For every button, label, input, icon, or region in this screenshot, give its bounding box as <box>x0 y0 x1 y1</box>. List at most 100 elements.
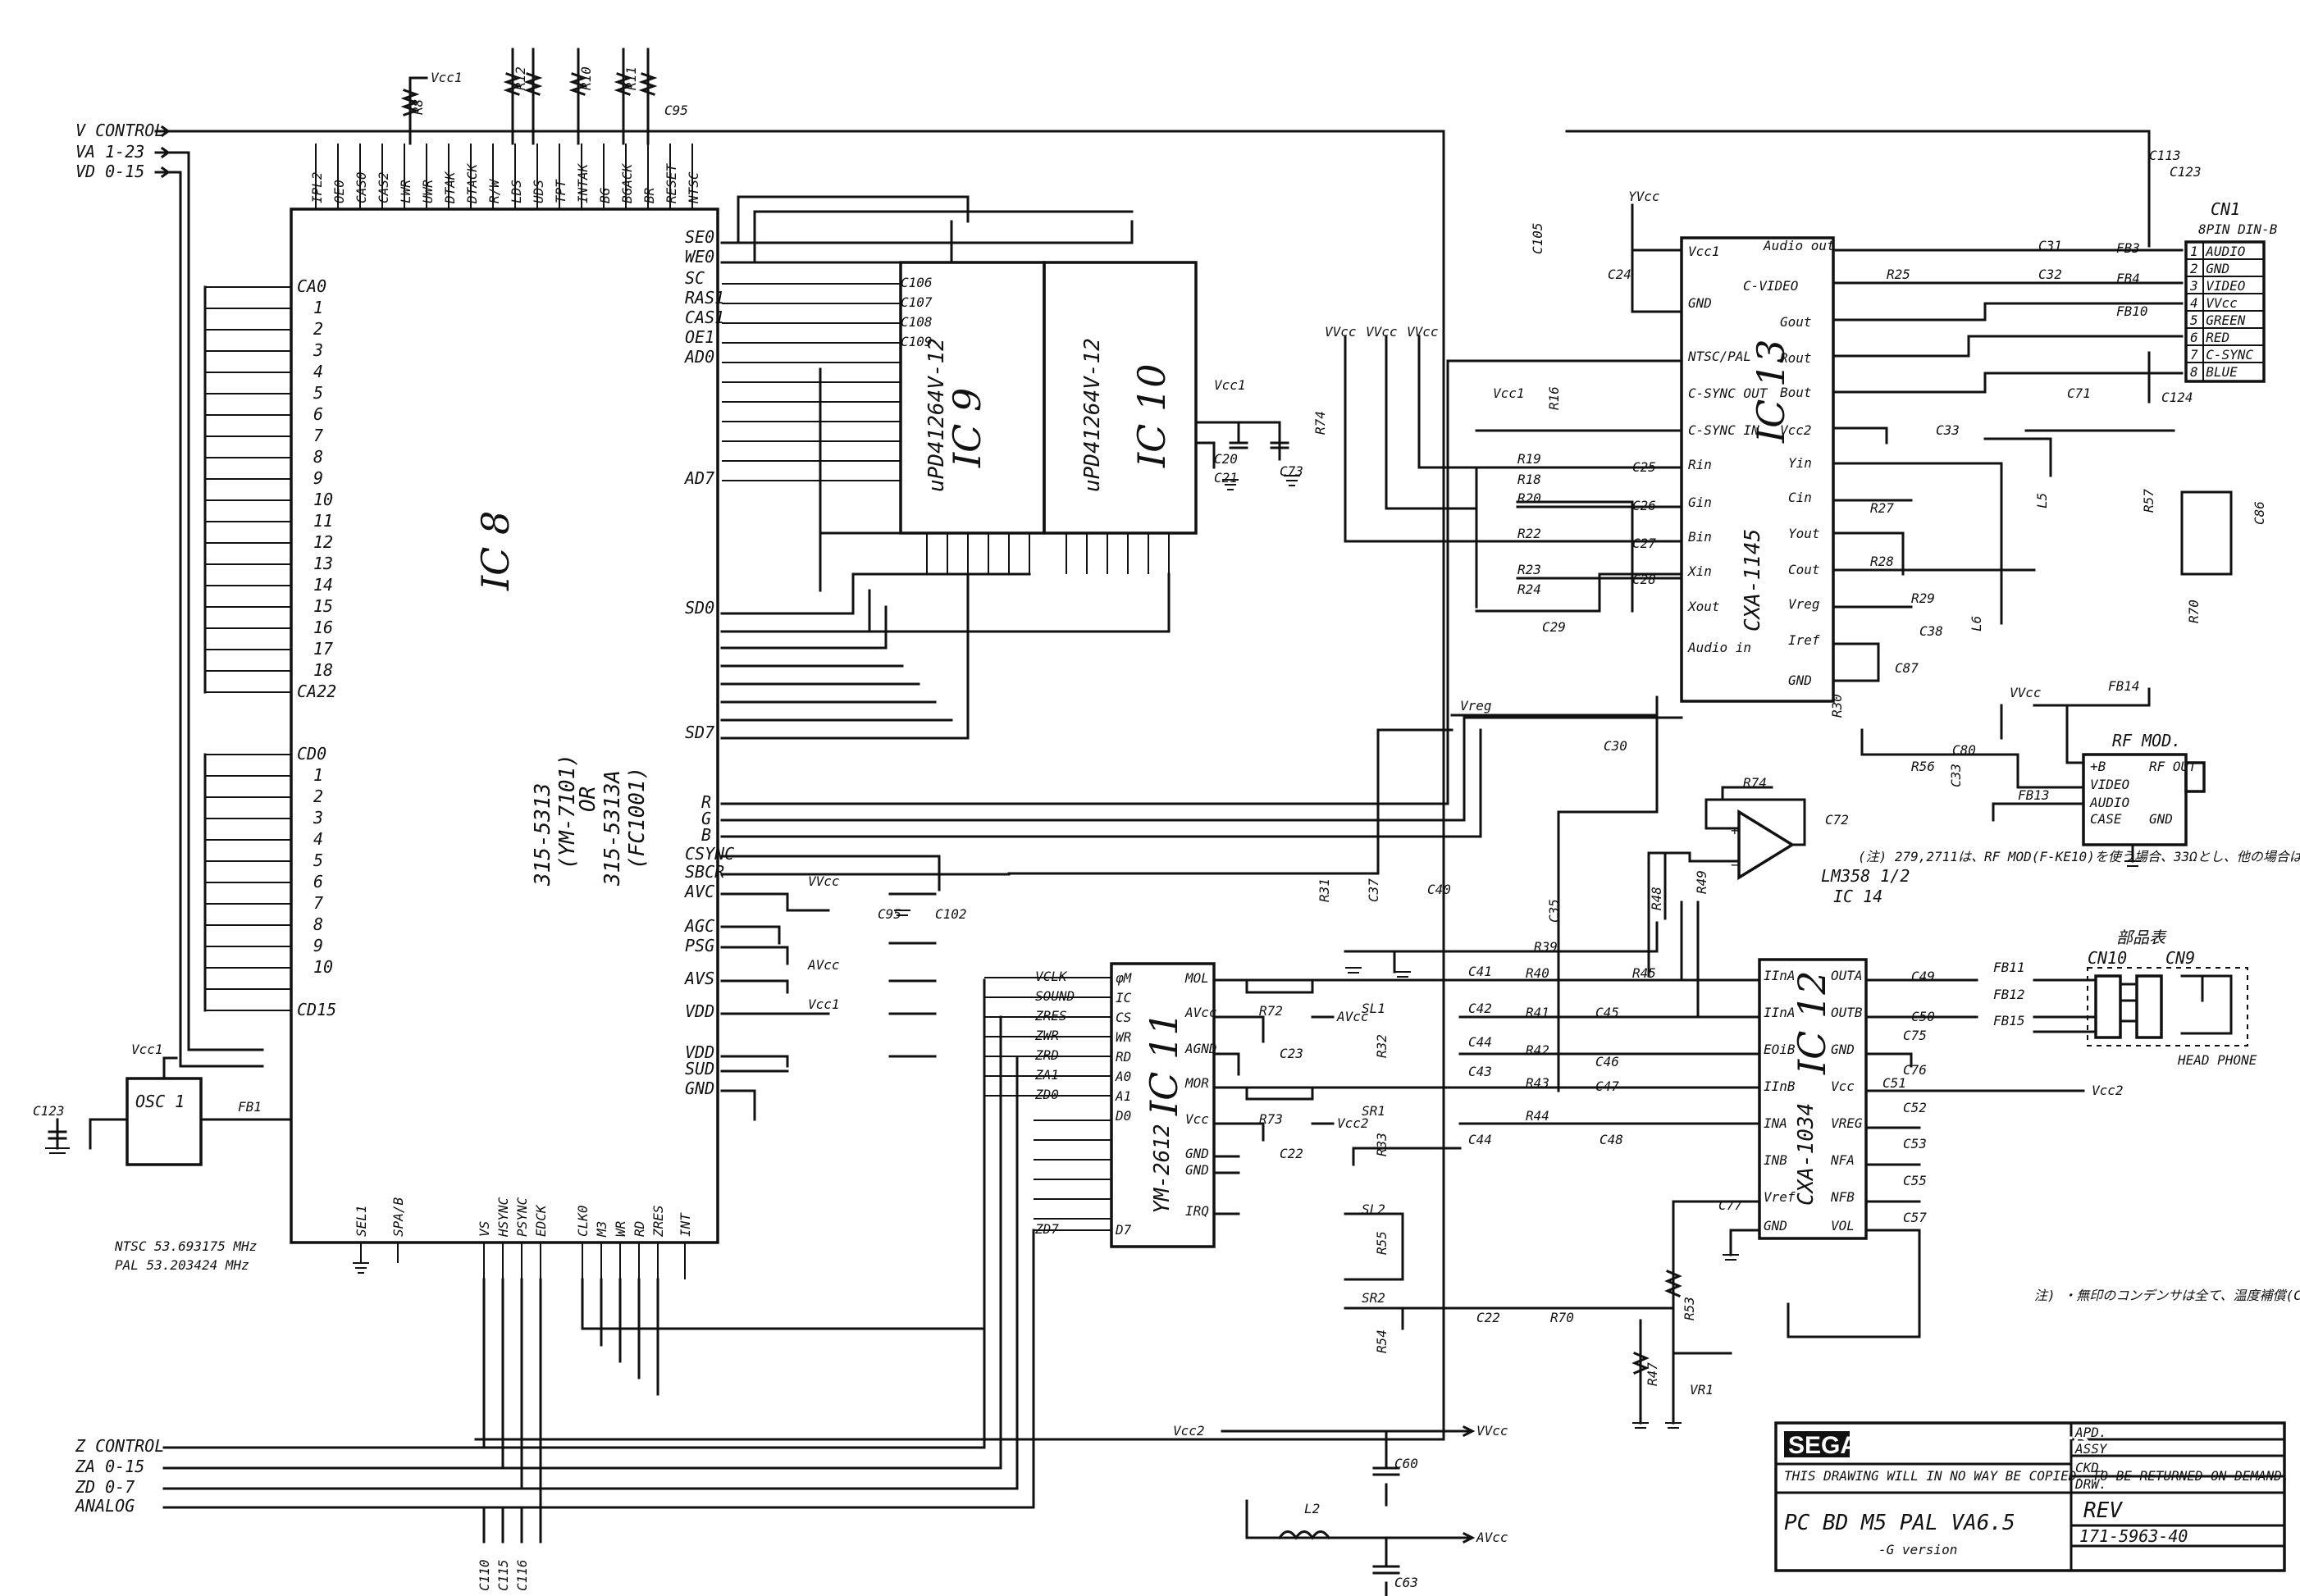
ic8-right-pin: SE0 <box>685 227 714 247</box>
ic8-top-pin: OE0 <box>331 180 347 203</box>
ic8-right-pin: CSYNC <box>685 844 734 864</box>
ic13-pin: C-SYNC OUT <box>1688 385 1768 401</box>
c35-label: C35 <box>1546 899 1562 923</box>
cap-note: 注) ・無印のコンデンサは全て、温度補償(CH タイプ)を用いる。 <box>2034 1288 2300 1303</box>
l4-label: L5 <box>2034 493 2050 508</box>
c108-label: C108 <box>901 314 933 330</box>
c29-label: C29 <box>1542 619 1566 635</box>
ic11-right-pin: MOL <box>1184 970 1209 986</box>
ic11-ym2612: IC 11 YM-2612 φM IC CS WR RD A0 A1 D0 D7… <box>984 962 1462 1248</box>
ic11-pin: WR <box>1116 1029 1131 1045</box>
r38-label: R43 <box>1526 1075 1549 1091</box>
ic9-part: uPD41264V-12 <box>924 338 949 492</box>
c32-label: C32 <box>2038 267 2062 282</box>
fb13-label: FB13 <box>2018 787 2050 803</box>
ic8-top-pin: CAS2 <box>376 171 391 203</box>
vr1: R53 R47 VR1 <box>1631 1229 1921 1425</box>
c42-label: C42 <box>1468 1001 1492 1016</box>
ic10-part: uPD41264V-12 <box>1080 338 1105 492</box>
fb1-label: FB1 <box>238 1099 262 1115</box>
r28-label: R28 <box>1870 554 1894 569</box>
ic12-cxa1034: IC 12 CXA-1034 IInA IInA EOiB IInB INA I… <box>1317 870 2124 1420</box>
ic8-top-pin: CAS0 <box>354 171 369 203</box>
c30-label: C30 <box>1604 738 1627 754</box>
l2-label: L2 <box>1304 1501 1320 1516</box>
osc-ntsc: NTSC 53.693175 MHz <box>114 1238 257 1254</box>
ic8-pin: 2 <box>313 319 323 339</box>
c25-label: C25 <box>1632 459 1656 475</box>
fb15-label: FB15 <box>1993 1013 2025 1028</box>
ic8-pin: 12 <box>313 532 333 552</box>
ic13-pin: Yout <box>1788 526 1820 541</box>
tb-title: PC BD M5 PAL VA6.5 <box>1784 1511 2015 1535</box>
r24-label: R24 <box>1517 581 1541 597</box>
ic8-bottom-pin: WR <box>613 1221 628 1237</box>
ic11-left-signal: ZD7 <box>1034 1221 1059 1237</box>
ic14-minus: − <box>1731 857 1739 873</box>
c87-label: C86 <box>2252 501 2267 525</box>
c76-label: C76 <box>1903 1062 1927 1078</box>
r10-label: R10 <box>578 66 594 90</box>
tb-rev: REV <box>2083 1498 2123 1523</box>
ic8-pin: 15 <box>313 596 333 616</box>
ic8-pin-cd15: CD15 <box>297 1000 336 1019</box>
ic8-pin: 3 <box>313 340 323 360</box>
ic10-ref: IC 10 <box>1129 363 1174 468</box>
fb10-label: FB10 <box>2116 303 2148 319</box>
ic13-pin: NTSC/PAL <box>1687 349 1751 364</box>
ic11-right-pin: AGND <box>1184 1041 1217 1056</box>
ic13-pin: GND <box>1688 295 1712 311</box>
ic8-part1: 315-5313 <box>531 783 555 887</box>
vvcc-r56: VVcc <box>1366 324 1398 340</box>
ic13-pin: Gout <box>1780 314 1812 330</box>
ic8-top-pin: LWR <box>398 180 413 203</box>
vr1-label: VR1 <box>1690 1382 1714 1398</box>
ic8-bottom-pin: CLK0 <box>575 1205 591 1237</box>
tb-subtitle: -G version <box>1878 1542 1957 1557</box>
ic8-bottom-pin: RD <box>632 1221 647 1237</box>
ic8-right-pin: AD0 <box>683 347 714 367</box>
ic8-right-pin: AGC <box>683 916 714 936</box>
tb-row-ckd: CKD. <box>2075 1460 2107 1475</box>
ic8-pin-ca22: CA22 <box>297 682 336 701</box>
ic12-pin: OUTA <box>1831 968 1863 983</box>
r37-label: R42 <box>1526 1042 1549 1058</box>
ic8-pin: 14 <box>313 575 333 595</box>
vvcc-power: VVcc <box>1476 1423 1508 1439</box>
vcc2-power: Vcc2 <box>1173 1423 1205 1439</box>
ic12-pin: IInA <box>1764 1005 1796 1020</box>
r22-label: R22 <box>1517 526 1541 541</box>
r8-label: R8 <box>410 99 426 115</box>
c110-label: C110 <box>477 1559 492 1591</box>
ic13-ref: IC 13 <box>1749 339 1793 444</box>
tb-number: 171-5963-40 <box>2079 1526 2188 1546</box>
c31-label: C31 <box>2038 238 2062 253</box>
c58-label: C57 <box>1903 1210 1927 1225</box>
ic8-pin: 8 <box>313 447 323 467</box>
vcc1-osc: Vcc1 <box>131 1042 163 1057</box>
signal-za-bus: ZA 0-15 <box>75 1457 144 1476</box>
kanji-label: 部品表 <box>2116 928 2167 947</box>
ic12-pin: GND <box>1764 1218 1787 1233</box>
dram-block: IC 9 uPD41264V-12 IC 10 uPD41264V-12 C10… <box>720 195 1198 740</box>
rfmod-pin-b: +B <box>2090 759 2106 774</box>
fb12-label: FB12 <box>1993 987 2025 1002</box>
vcc1-ic10: Vcc1 <box>1214 377 1246 393</box>
r50-label: R55 <box>1374 1231 1390 1255</box>
sl2-label: SL2 <box>1362 1202 1385 1217</box>
ic8-right-pin: G <box>701 809 711 828</box>
r74-label: R74 <box>1743 775 1767 791</box>
ic14-opamp: + − LM358 1/2 IC 14 R74 C72 <box>1647 775 1910 978</box>
rfmod-pin-case: CASE <box>2090 811 2122 827</box>
c124-label: C124 <box>2161 390 2193 405</box>
c41-label: C41 <box>1468 964 1492 979</box>
ic13-cxa1145: IC 13 CXA-1145 Vcc1 GND NTSC/PAL C-SYNC … <box>1312 130 2267 838</box>
r72-label: R57 <box>2141 489 2156 513</box>
ic13-pin: Cin <box>1788 490 1812 505</box>
ic12-pin: EOiB <box>1764 1042 1796 1057</box>
ic11-left-signal: ZRD <box>1034 1047 1059 1063</box>
ic8-pin: 13 <box>313 554 333 573</box>
ic13-pin: Bout <box>1780 385 1812 400</box>
ic11-pin: CS <box>1116 1010 1131 1025</box>
c107-label: C107 <box>901 294 933 310</box>
